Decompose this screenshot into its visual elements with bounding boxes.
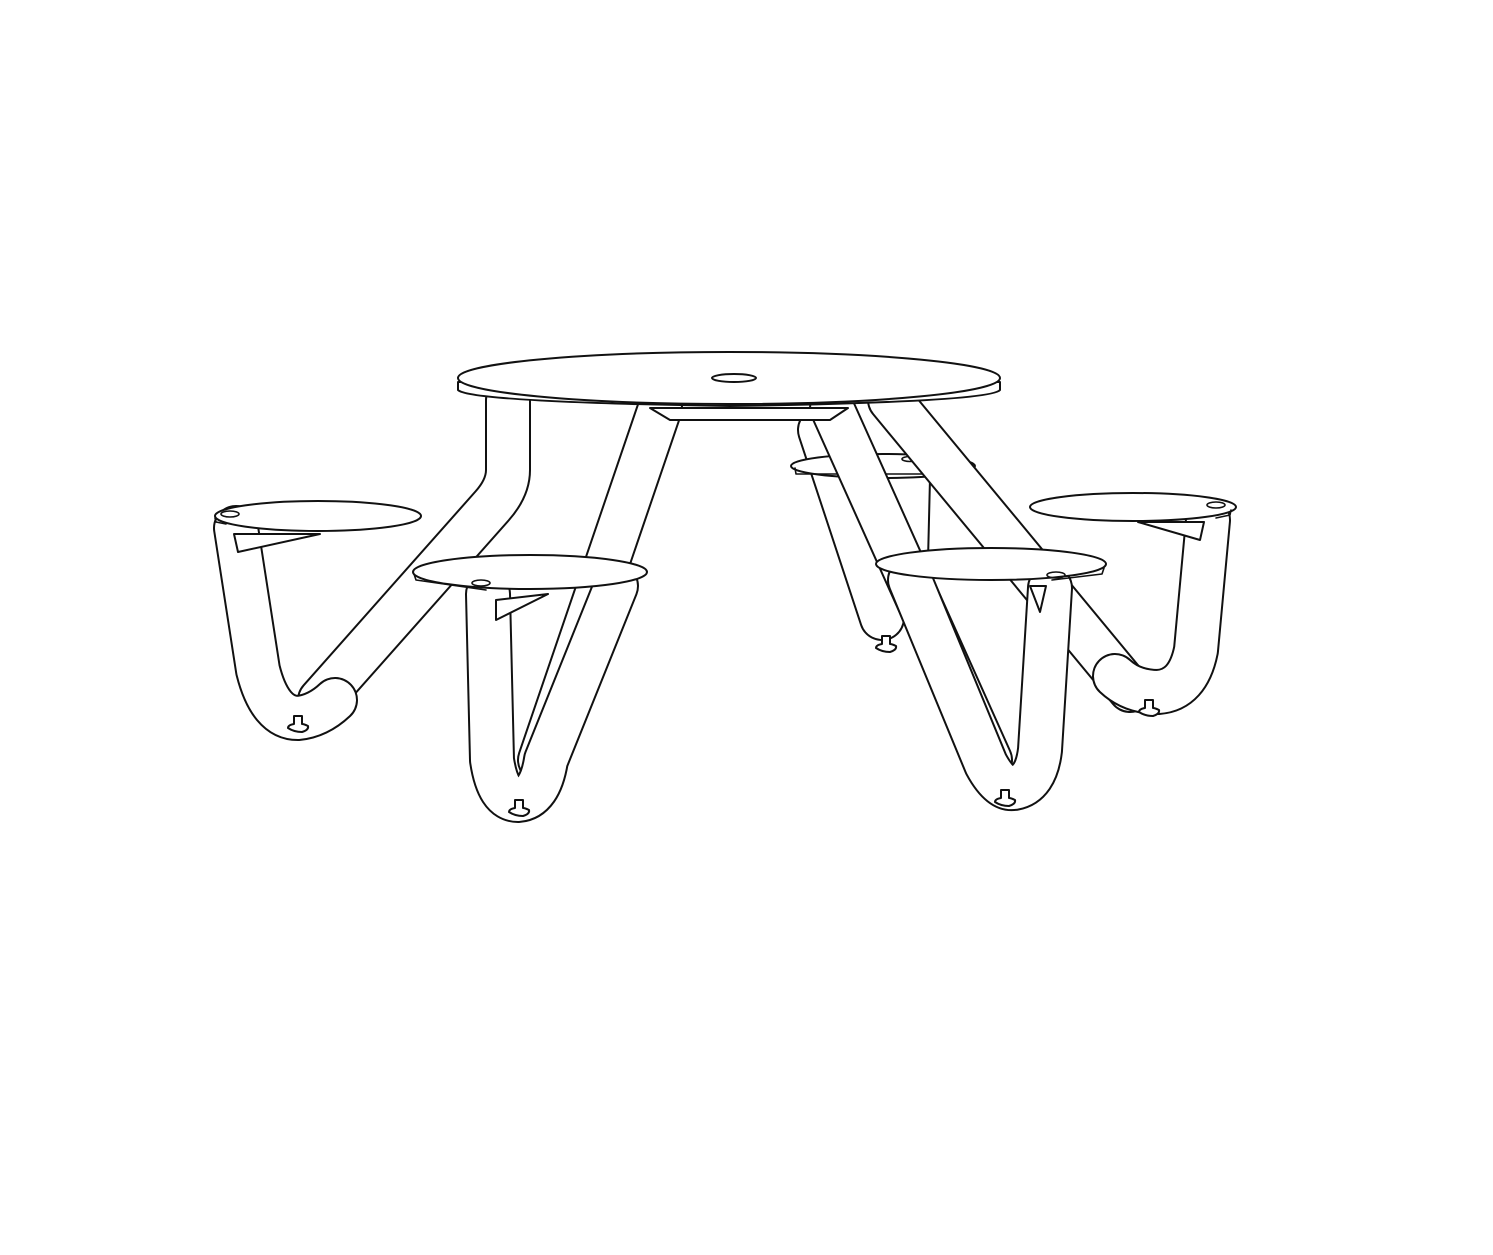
stool-front-middle-frame [465,563,639,823]
stool-left [213,500,422,741]
seat-bolt-icon [471,579,491,587]
stool-left-seat [214,500,422,532]
stool-front-right-frame [887,557,1073,812]
seat-bolt-icon [220,510,240,518]
stool-right-frame [1092,497,1231,715]
stool-front-middle-seat [412,554,648,590]
stool-front-right [875,547,1107,812]
stool-front-middle [412,554,648,823]
seat-bolt-icon [1206,501,1226,509]
stool-left-frame [213,505,358,741]
stool-front-right-seat [875,547,1107,581]
foot-glide-icon [1138,699,1161,717]
stool-right-seat [1029,492,1237,522]
foot-glide-icon [508,799,531,817]
foot-glide-icon [287,715,310,733]
table-top [457,351,1001,407]
foot-glide-icon [875,635,898,653]
umbrella-hole-icon [711,373,757,383]
seat-bolt-icon [1046,571,1066,579]
stool-right [1029,492,1237,717]
foot-glide-icon [994,789,1017,807]
